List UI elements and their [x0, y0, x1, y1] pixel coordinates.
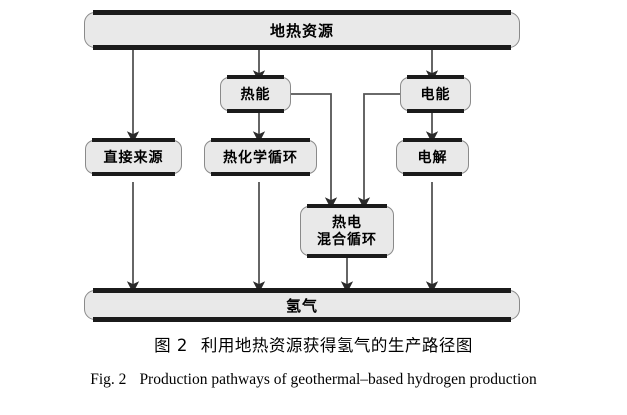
node-label: 热化学循环: [223, 149, 298, 165]
node-label: 氢气: [285, 297, 318, 315]
flowchart-connectors: [126, 50, 439, 294]
figure-caption-chinese-text: 利用地热资源获得氢气的生产路径图: [200, 336, 473, 355]
node-thermal-energy[interactable]: 热能: [220, 75, 291, 113]
figure-caption-chinese: 图 2 利用地热资源获得氢气的生产路径图: [0, 332, 627, 356]
node-electric-energy[interactable]: 电能: [400, 75, 471, 113]
node-thermochemical-cycle[interactable]: 热化学循环: [204, 138, 317, 176]
connector-electric-to-hybrid: [357, 93, 400, 210]
node-electrolysis[interactable]: 电解: [396, 138, 469, 176]
node-label-line-2: 混合循环: [317, 231, 377, 247]
connector-thermal-to-hybrid: [291, 93, 338, 210]
figure-number-chinese: 图 2: [154, 336, 188, 355]
figure-number-english: Fig. 2: [90, 371, 127, 388]
node-direct-source[interactable]: 直接来源: [85, 138, 182, 176]
node-label-line-1: 热电: [332, 214, 362, 231]
node-label: 电能: [420, 86, 451, 102]
figure-caption-english-text: Production pathways of geothermal–based …: [139, 371, 537, 388]
node-label: 热能: [240, 86, 271, 102]
node-label: 地热资源: [269, 22, 334, 40]
node-geothermal-resources[interactable]: 地热资源: [84, 10, 520, 50]
node-hybrid-cycle[interactable]: 热电 混合循环: [300, 204, 394, 258]
node-label: 电解: [417, 149, 448, 165]
node-hydrogen[interactable]: 氢气: [84, 288, 520, 322]
node-label: 直接来源: [103, 149, 164, 165]
figure-caption-english: Fig. 2 Production pathways of geothermal–…: [0, 371, 627, 389]
